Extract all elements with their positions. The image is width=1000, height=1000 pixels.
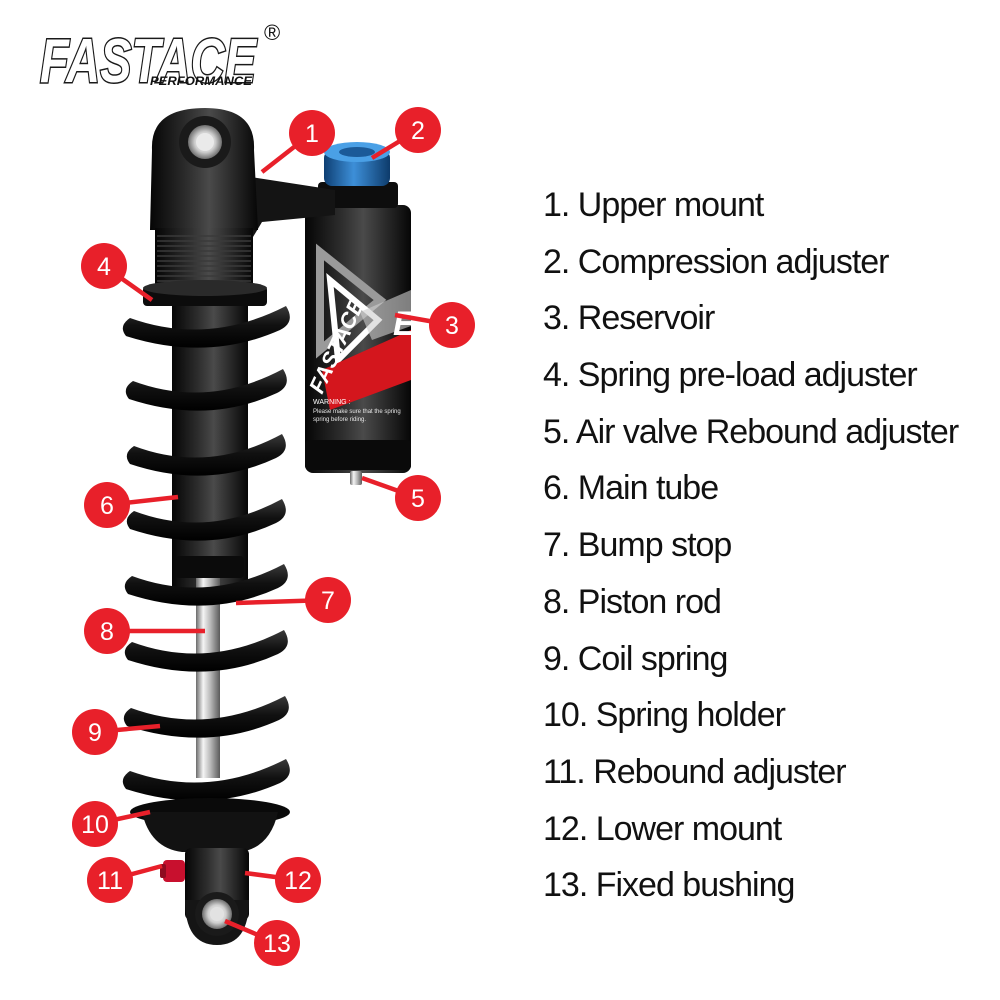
- callout-number: 13: [263, 930, 291, 958]
- legend-item-7: 7. Bump stop: [543, 526, 732, 565]
- piston-rod: [196, 578, 220, 778]
- legend-item-9: 9. Coil spring: [543, 639, 728, 678]
- decal-warning-line1: Please make sure that the spring: [313, 409, 401, 415]
- registered-mark: ®: [264, 20, 280, 45]
- callout-badge: [275, 857, 321, 903]
- callout-number: 11: [97, 867, 123, 895]
- legend-item-5: 5. Air valve Rebound adjuster: [543, 412, 959, 451]
- coil-turn: [126, 499, 286, 541]
- coil-turn: [122, 306, 290, 348]
- legend-item-4: 4. Spring pre-load adjuster: [543, 356, 918, 395]
- callout-number: 2: [411, 117, 425, 145]
- legend-item-10: 10. Spring holder: [543, 696, 786, 735]
- coil-turn: [124, 564, 288, 606]
- callout-badge: [305, 577, 351, 623]
- bump-stop: [176, 556, 244, 578]
- rebound-knob: [163, 860, 185, 882]
- callout-piston-rod: 8: [84, 608, 130, 654]
- callout-number: 10: [81, 811, 109, 839]
- legend-item-11: 11. Rebound adjuster: [543, 752, 847, 791]
- callout-coil-spring: 9: [72, 709, 118, 755]
- brand-logo: FASTACE PERFORMANCE ®: [39, 20, 281, 98]
- callout-lower-mount: 12: [275, 857, 321, 903]
- callout-badge: [72, 709, 118, 755]
- callout-badge: [87, 857, 133, 903]
- upper-mount-head: [150, 108, 258, 230]
- callout-spring-preload-adjuster: 4: [81, 243, 127, 289]
- callout-badge: [254, 920, 300, 966]
- callout-air-valve-rebound-adjuster: 5: [395, 475, 441, 521]
- reservoir: FASTACE E WARNING : Please make sure tha…: [304, 205, 417, 485]
- legend-item-8: 8. Piston rod: [543, 582, 722, 621]
- legend-item-13: 13. Fixed bushing: [543, 866, 795, 905]
- coil-turn: [124, 630, 288, 672]
- callout-badge: [289, 110, 335, 156]
- legend-item-6: 6. Main tube: [543, 469, 719, 508]
- coil-turn: [125, 369, 287, 411]
- coil-turn: [123, 696, 289, 738]
- callout-reservoir: 3: [429, 302, 475, 348]
- callout-badge: [395, 107, 441, 153]
- callout-badge: [72, 801, 118, 847]
- callout-badge: [84, 608, 130, 654]
- parts-legend: 1. Upper mount 2. Compression adjuster 3…: [543, 183, 959, 920]
- coil-turn: [126, 434, 286, 476]
- preload-collar: [143, 280, 267, 306]
- callout-number: 7: [321, 587, 335, 615]
- decal-warning-title: WARNING :: [313, 399, 351, 406]
- callout-number: 3: [445, 312, 459, 340]
- callout-fixed-bushing: 13: [254, 920, 300, 966]
- air-valve: [350, 471, 362, 485]
- callout-rebound-adjuster: 11: [87, 857, 133, 903]
- callout-number: 4: [97, 253, 111, 281]
- legend-item-1: 1. Upper mount: [543, 186, 764, 224]
- coil-turn: [122, 759, 290, 801]
- callout-number: 8: [100, 618, 114, 646]
- callout-badge: [395, 475, 441, 521]
- main-tube: [172, 300, 248, 590]
- callout-number: 5: [411, 485, 425, 513]
- logo-text: FASTACE: [40, 27, 257, 96]
- callout-compression-adjuster: 2: [395, 107, 441, 153]
- callout-badge: [81, 243, 127, 289]
- logo-subtext: PERFORMANCE: [150, 74, 253, 88]
- callout-main-tube: 6: [84, 482, 130, 528]
- callout-badge: [84, 482, 130, 528]
- legend-item-2: 2. Compression adjuster: [543, 242, 890, 281]
- callout-number: 6: [100, 492, 114, 520]
- callout-upper-mount: 1: [289, 110, 335, 156]
- decal-letter: E: [393, 305, 417, 343]
- callout-spring-holder: 10: [72, 801, 118, 847]
- legend-item-12: 12. Lower mount: [543, 809, 782, 848]
- callout-number: 1: [305, 120, 319, 148]
- decal-warning-line2: spring before riding.: [313, 417, 366, 423]
- legend-item-3: 3. Reservoir: [543, 299, 715, 338]
- callout-number: 12: [284, 867, 312, 895]
- callout-bump-stop: 7: [305, 577, 351, 623]
- callout-number: 9: [88, 719, 102, 747]
- coil-spring: [122, 306, 290, 801]
- lower-assembly: [130, 798, 290, 945]
- callout-badge: [429, 302, 475, 348]
